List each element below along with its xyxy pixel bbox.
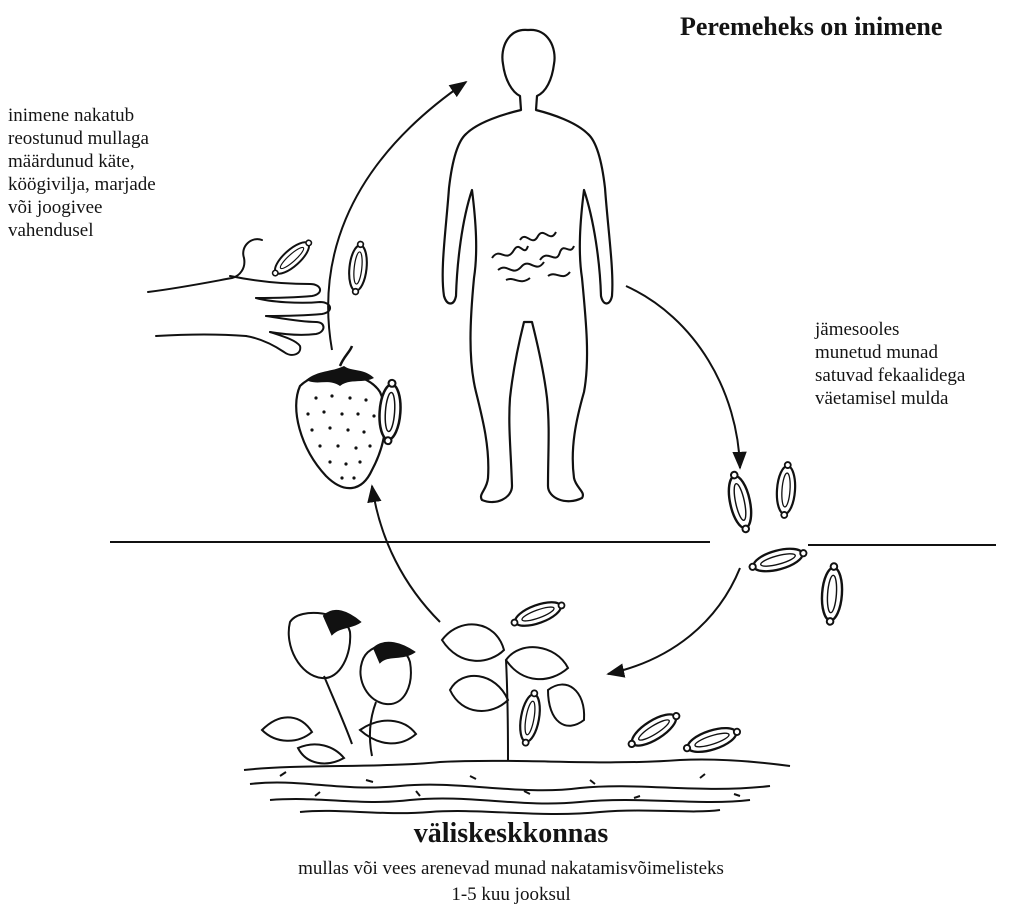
arrow-to-strawberry: [372, 486, 440, 622]
egg-near-hand: [347, 241, 370, 296]
cycle-arrows: [328, 82, 740, 674]
environment-heading: väliskeskkonnas: [0, 818, 1022, 850]
egg-excretion-label: jämesooles munetud munad satuvad fekaali…: [815, 318, 965, 410]
egg-feces-1: [724, 470, 756, 534]
egg-feces-2: [775, 461, 797, 518]
egg-on-hand: [268, 235, 316, 281]
egg-in-plant: [516, 689, 543, 747]
diagram-title: Peremeheks on inimene: [680, 12, 942, 42]
arrow-to-plants: [608, 568, 740, 674]
environment-description: mullas või vees arenevad munad nakatamis…: [0, 858, 1022, 880]
plants-and-soil: [244, 611, 790, 814]
infection-route-label: inimene nakatub reostunud mullaga määrdu…: [8, 104, 156, 242]
worms-in-intestine: [492, 232, 574, 281]
strawberry-drawing: [296, 346, 385, 488]
egg-feces-4: [820, 563, 844, 626]
egg-on-soil-1: [624, 706, 684, 753]
arrow-to-human: [328, 82, 466, 350]
development-duration: 1-5 kuu jooksul: [0, 884, 1022, 906]
egg-feces-3: [747, 543, 809, 576]
egg-on-soil-2: [681, 722, 743, 758]
arrow-to-soil: [626, 286, 740, 468]
egg-on-leaf: [509, 596, 568, 632]
human-body-figure: [443, 30, 613, 502]
